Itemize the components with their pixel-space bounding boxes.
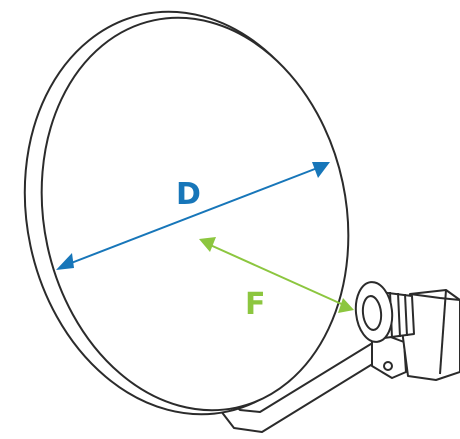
diameter-label: D	[176, 177, 201, 212]
dish-reflector	[40, 16, 350, 412]
diameter-arrow	[56, 162, 330, 270]
focal-length-arrow	[199, 237, 354, 313]
lnb-feedhorn-icon	[354, 281, 460, 381]
focal-length-label: F	[245, 287, 266, 322]
